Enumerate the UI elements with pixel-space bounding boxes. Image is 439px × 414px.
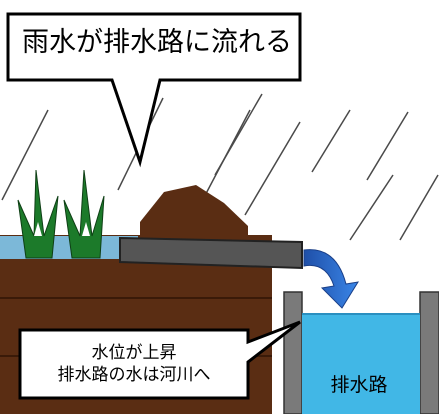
- drainage-channel: [283, 291, 439, 414]
- rain-streaks: [1, 93, 439, 241]
- flow-arrow-icon: [303, 249, 360, 309]
- level-callout-text: 水位が上昇 排水路の水は河川へ: [34, 342, 234, 386]
- level-callout: [18, 320, 301, 400]
- title-callout-text: 雨水が排水路に流れる: [22, 27, 292, 58]
- grass-plant-icon: [17, 169, 105, 259]
- drain-pipe-icon: [119, 236, 303, 270]
- title-callout: [6, 12, 302, 168]
- level-callout-line-1: 水位が上昇: [91, 343, 177, 363]
- level-callout-line-2: 排水路の水は河川へ: [57, 365, 211, 385]
- grass-plant-tips: [34, 222, 90, 236]
- channel-label: 排水路: [330, 374, 388, 396]
